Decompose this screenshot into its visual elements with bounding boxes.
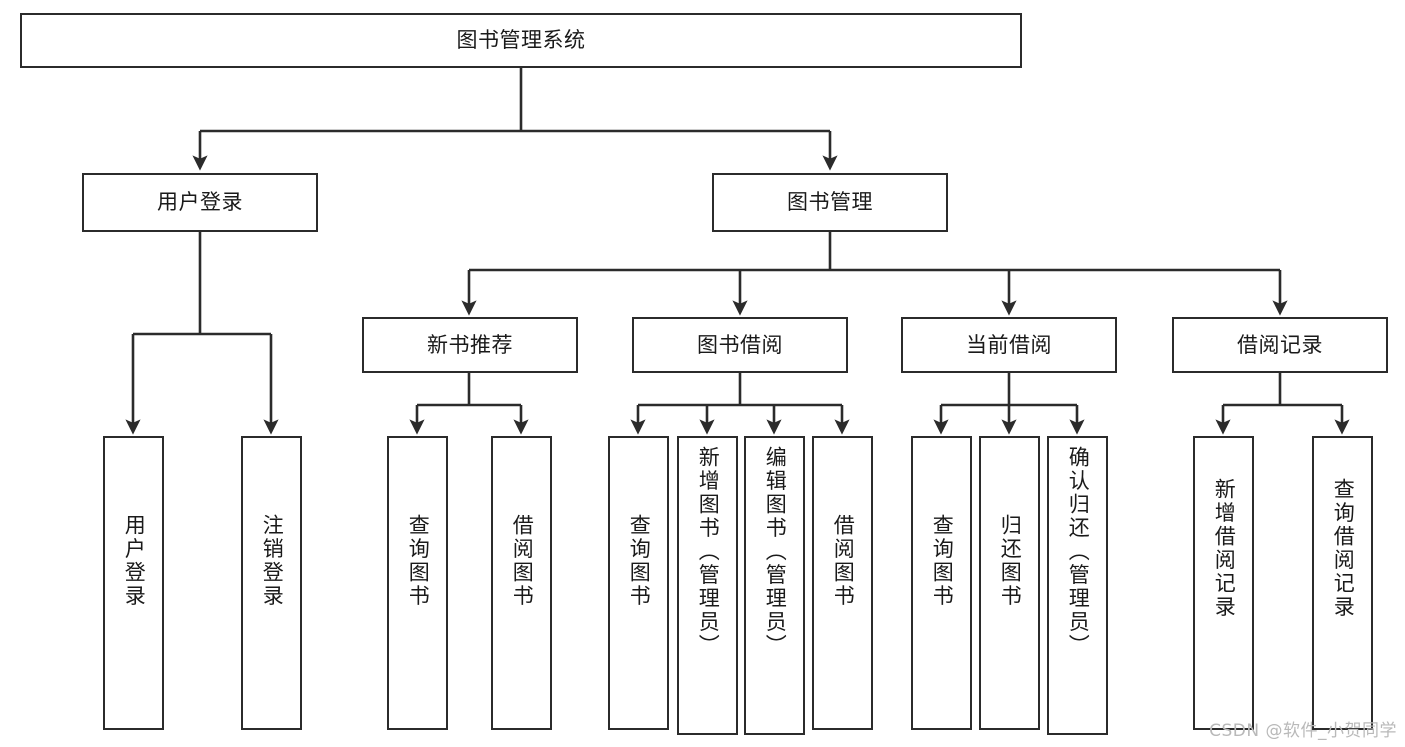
node-leaf-query-record-label: 查询借阅记录: [1331, 478, 1356, 619]
node-new-book-recommend-label: 新书推荐: [427, 332, 513, 357]
node-leaf-borrow-book-1-label: 借阅图书: [510, 514, 535, 608]
node-leaf-query-book-2[interactable]: 查询图书: [608, 436, 669, 730]
node-leaf-query-book-3[interactable]: 查询图书: [911, 436, 972, 730]
node-leaf-add-record-label: 新增借阅记录: [1212, 478, 1237, 619]
node-user-login-label: 用户登录: [157, 190, 243, 215]
node-leaf-add-book[interactable]: 新增图书（管理员）: [677, 436, 738, 735]
node-leaf-return-book-label: 归还图书: [998, 514, 1023, 608]
node-book-borrow-label: 图书借阅: [697, 332, 783, 357]
node-leaf-logout-label: 注销登录: [260, 514, 285, 608]
node-leaf-confirm-return[interactable]: 确认归还（管理员）: [1047, 436, 1108, 735]
node-new-book-recommend[interactable]: 新书推荐: [362, 317, 578, 373]
node-borrow-record-label: 借阅记录: [1237, 332, 1323, 357]
node-book-borrow[interactable]: 图书借阅: [632, 317, 848, 373]
node-root-label: 图书管理系统: [456, 28, 586, 53]
node-leaf-query-book-3-label: 查询图书: [930, 514, 955, 608]
node-current-borrow[interactable]: 当前借阅: [901, 317, 1117, 373]
node-leaf-add-book-label: 新增图书（管理员）: [696, 446, 721, 658]
node-leaf-borrow-book-2[interactable]: 借阅图书: [812, 436, 873, 730]
node-current-borrow-label: 当前借阅: [966, 332, 1052, 357]
node-leaf-borrow-book-1[interactable]: 借阅图书: [491, 436, 552, 730]
node-leaf-edit-book-label: 编辑图书（管理员）: [763, 446, 788, 658]
watermark-text: CSDN @软件_小贺同学: [1209, 721, 1397, 741]
node-leaf-confirm-return-label: 确认归还（管理员）: [1066, 446, 1091, 658]
node-book-manage-label: 图书管理: [787, 190, 873, 215]
node-leaf-user-login-label: 用户登录: [122, 514, 147, 608]
node-leaf-query-record[interactable]: 查询借阅记录: [1312, 436, 1373, 730]
node-leaf-edit-book[interactable]: 编辑图书（管理员）: [744, 436, 805, 735]
node-borrow-record[interactable]: 借阅记录: [1172, 317, 1388, 373]
node-leaf-query-book-2-label: 查询图书: [627, 514, 652, 608]
node-leaf-query-book-1-label: 查询图书: [406, 514, 431, 608]
node-leaf-return-book[interactable]: 归还图书: [979, 436, 1040, 730]
node-root[interactable]: 图书管理系统: [20, 13, 1022, 68]
node-leaf-borrow-book-2-label: 借阅图书: [831, 514, 856, 608]
node-leaf-query-book-1[interactable]: 查询图书: [387, 436, 448, 730]
node-leaf-logout[interactable]: 注销登录: [241, 436, 302, 730]
node-book-manage[interactable]: 图书管理: [712, 173, 948, 232]
node-leaf-add-record[interactable]: 新增借阅记录: [1193, 436, 1254, 730]
node-user-login[interactable]: 用户登录: [82, 173, 318, 232]
node-leaf-user-login[interactable]: 用户登录: [103, 436, 164, 730]
